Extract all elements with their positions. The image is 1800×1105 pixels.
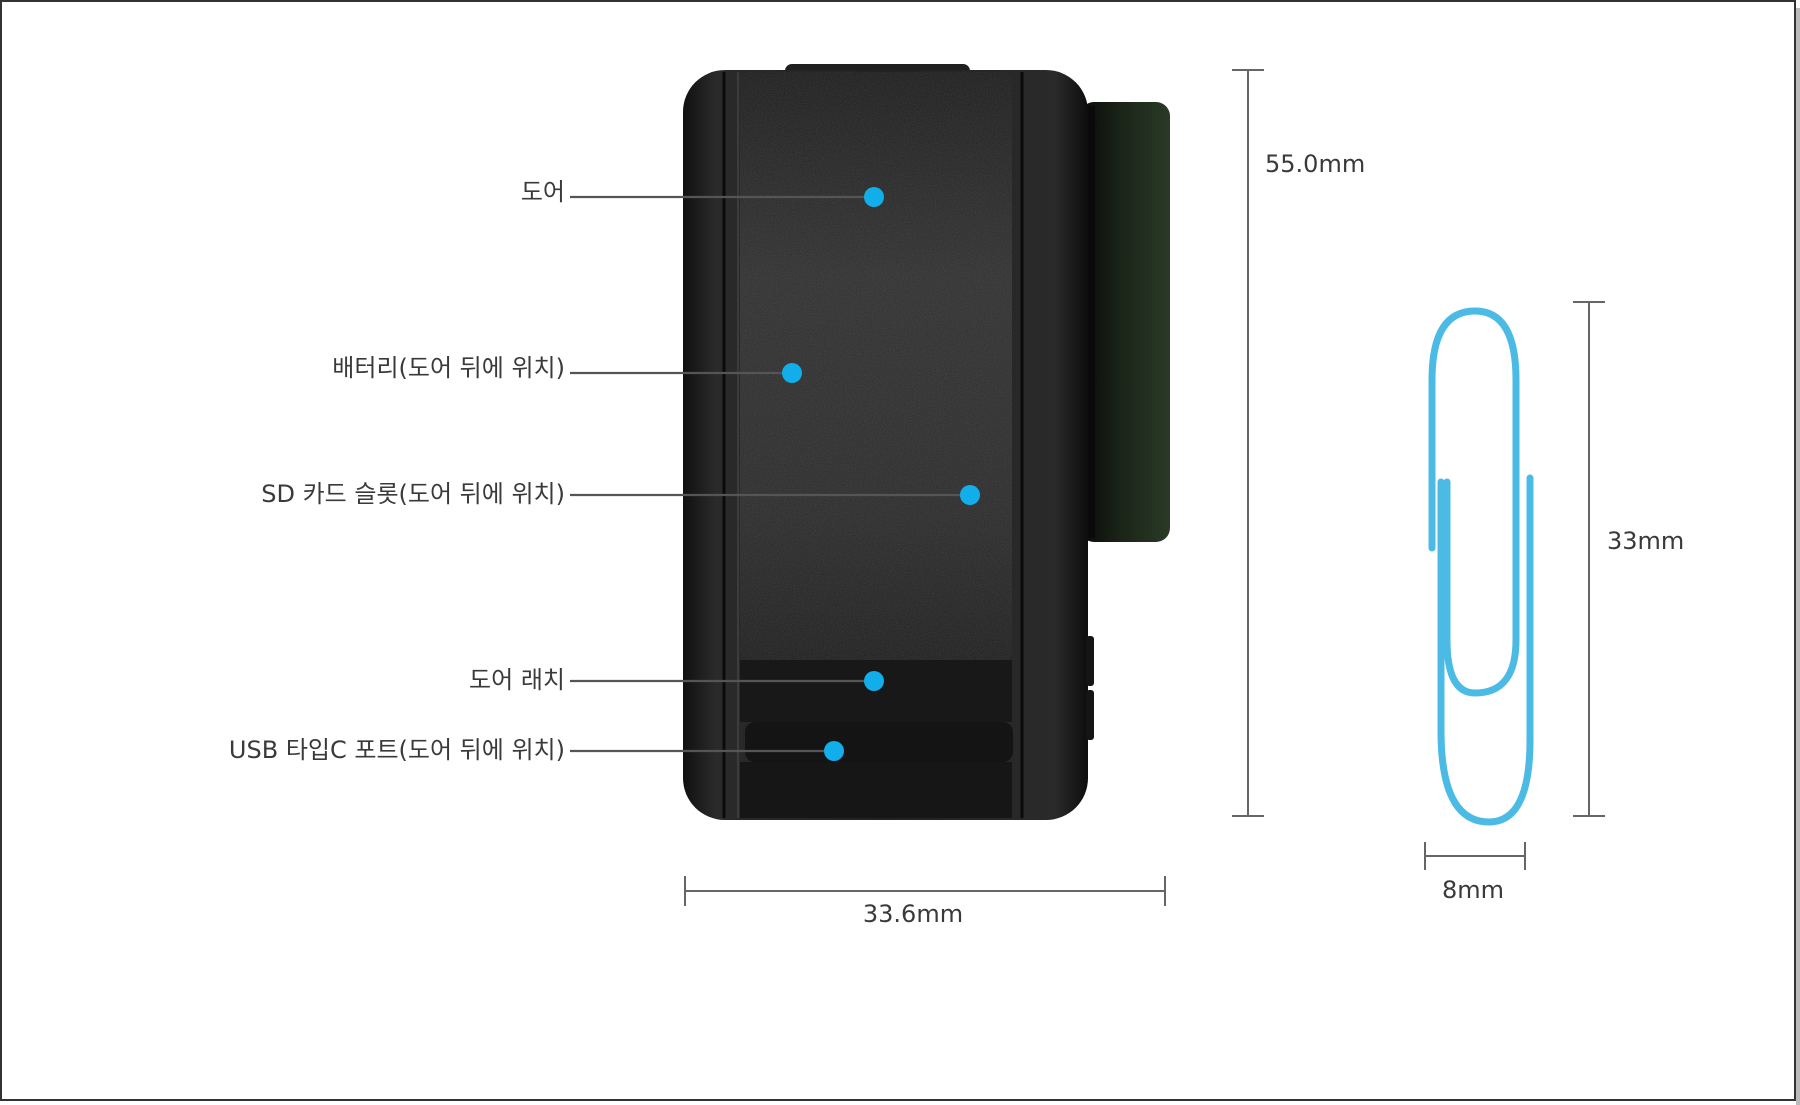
callout-dot-usb-port (824, 741, 844, 761)
callout-label-battery: 배터리(도어 뒤에 위치) (332, 354, 565, 382)
camera-height-dimension (1232, 69, 1264, 817)
callout-dot-door (864, 187, 884, 207)
callout-label-door-latch: 도어 래치 (469, 666, 565, 694)
callout-dots (782, 187, 980, 761)
callout-label-door: 도어 (521, 178, 565, 206)
clip-height-dimension (1573, 301, 1605, 817)
callout-dot-door-latch (864, 671, 884, 691)
callout-dot-battery (782, 363, 802, 383)
callout-leader-lines (570, 195, 970, 753)
clip-width-label: 8mm (1442, 876, 1504, 904)
clip-height-label: 33mm (1607, 527, 1684, 555)
paperclip-illustration (1428, 307, 1534, 826)
camera-width-dimension (684, 876, 1166, 906)
callout-label-usb-port: USB 타입C 포트(도어 뒤에 위치) (229, 736, 565, 764)
callout-dot-sd-slot (960, 485, 980, 505)
callout-label-sd-slot: SD 카드 슬롯(도어 뒤에 위치) (261, 480, 565, 508)
camera-lens (1080, 102, 1170, 542)
camera-width-label: 33.6mm (863, 900, 963, 928)
camera-height-label: 55.0mm (1265, 150, 1365, 178)
clip-width-dimension (1424, 842, 1526, 870)
camera-body (683, 64, 1094, 820)
